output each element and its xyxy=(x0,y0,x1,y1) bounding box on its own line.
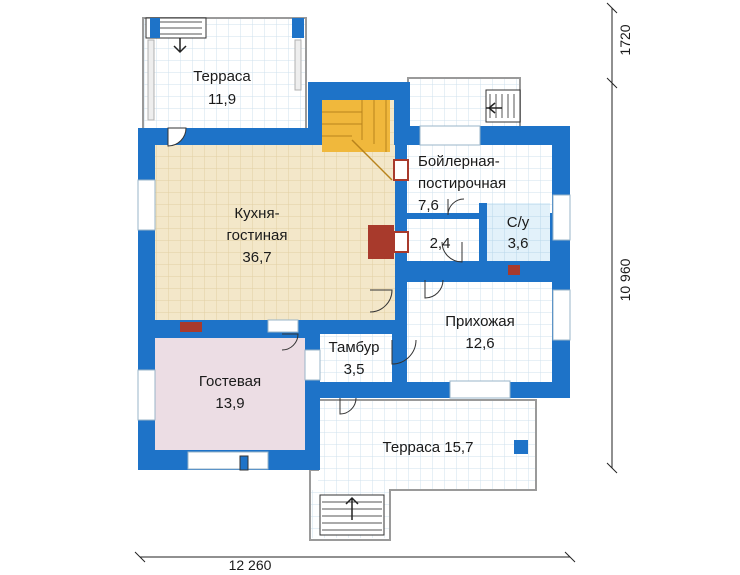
terrace-top-name: Терраса xyxy=(193,68,251,85)
height-terrace-label: 1720 xyxy=(617,24,633,55)
boiler-area-value: 7,6 xyxy=(418,197,439,214)
kitchen-name-line1: Кухня- xyxy=(234,205,279,222)
terrace-top-area xyxy=(142,17,307,131)
width-total-label: 12 260 xyxy=(229,557,272,573)
tambur-area-value: 3,5 xyxy=(344,361,365,378)
height-total-label: 10 960 xyxy=(617,258,633,301)
dimension-lines xyxy=(134,2,618,563)
kitchen-area-value: 36,7 xyxy=(242,249,271,266)
terrace-bottom-area xyxy=(309,399,537,541)
rooms-fill xyxy=(155,100,552,450)
terrace-bottom-label: Терраса 15,7 xyxy=(383,439,474,456)
guest-area-value: 13,9 xyxy=(215,395,244,412)
tambur-name: Тамбур xyxy=(329,339,380,356)
hall-name: Прихожая xyxy=(445,313,515,330)
terrace-top-area-value: 11,9 xyxy=(208,91,236,108)
dimension-labels: 12 260 10 960 1720 xyxy=(229,24,633,573)
hall-small-area-value: 2,4 xyxy=(430,235,451,252)
room-labels: Терраса 11,9 Кухня- гостиная 36,7 Бойлер… xyxy=(193,68,530,456)
guest-name: Гостевая xyxy=(199,373,261,390)
terrace-upper-right-area xyxy=(407,77,521,131)
windows xyxy=(137,125,571,470)
hall-area-value: 12,6 xyxy=(465,335,494,352)
doors xyxy=(167,127,465,471)
bath-name: С/у xyxy=(507,214,530,231)
bath-area-value: 3,6 xyxy=(508,235,529,252)
kitchen-name-line2: гостиная xyxy=(227,227,288,244)
boiler-name-line2: постирочная xyxy=(418,175,506,192)
boiler-name-line1: Бойлерная- xyxy=(418,153,500,170)
